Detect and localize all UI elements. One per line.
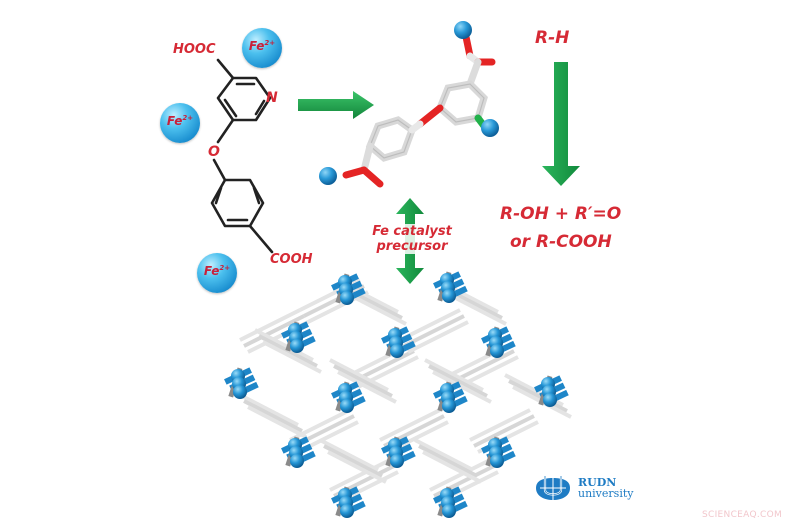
products-label-line2: or R-COOH xyxy=(510,232,612,252)
fe-symbol: Fe xyxy=(166,114,183,128)
fe-ion: Fe2+ xyxy=(197,253,237,293)
fe-ion: Fe2+ xyxy=(242,28,282,68)
rudn-logo-line1: RUDN xyxy=(578,476,617,489)
oxygen-label: O xyxy=(208,144,220,160)
fe-charge: 2+ xyxy=(264,39,276,47)
rudn-logo-line2: university xyxy=(578,487,634,500)
catalyst-label-line1: Fe catalyst xyxy=(372,224,452,239)
catalyst-label-line2: precursor xyxy=(376,239,448,254)
fe-symbol: Fe xyxy=(203,264,220,278)
fe-charge: 2+ xyxy=(182,114,194,122)
catalyst-label: Fe catalyst precursor xyxy=(360,224,464,254)
watermark: SCIENCEAQ.COM xyxy=(702,510,783,520)
right-arrow-icon xyxy=(298,91,374,119)
cooh-label: COOH xyxy=(270,252,313,267)
substrate-label: R-H xyxy=(535,28,570,48)
nitrogen-label: N xyxy=(266,90,278,106)
fe-symbol: Fe xyxy=(248,39,265,53)
rudn-logo: RUDN university xyxy=(532,474,634,504)
fe-charge: 2+ xyxy=(219,264,231,272)
down-arrow-icon xyxy=(542,62,580,186)
rudn-emblem-icon xyxy=(536,476,570,500)
fe-ion: Fe2+ xyxy=(160,103,200,143)
hooc-label: HOOC xyxy=(173,42,216,57)
products-label-line1: R-OH + R′=O xyxy=(500,204,622,224)
